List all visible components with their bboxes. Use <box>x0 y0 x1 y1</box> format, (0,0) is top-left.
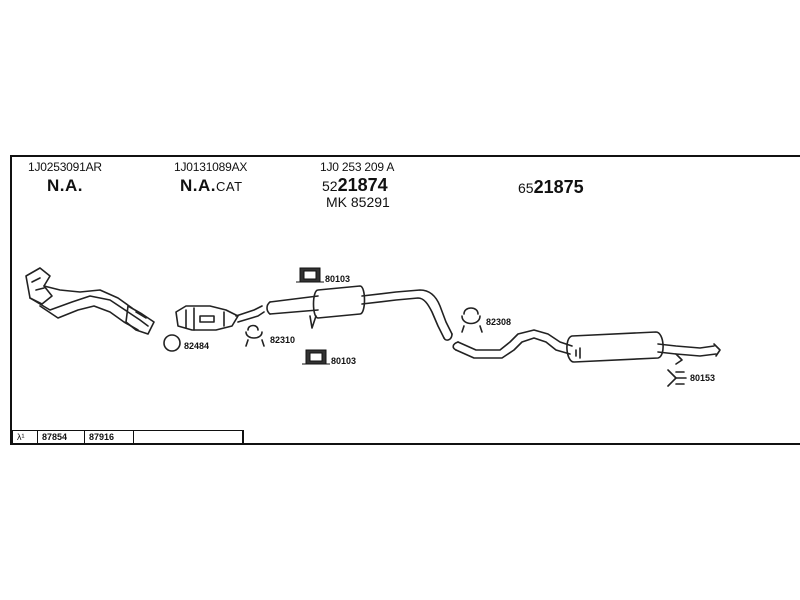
left-border <box>10 155 12 445</box>
rear-art-number: 21875 <box>533 177 584 197</box>
front-pipe-label: N.A. <box>47 176 83 195</box>
fitting-80103-bottom-label: 80103 <box>331 356 357 366</box>
rear-silencer-art: 6521875 <box>518 177 584 198</box>
middle-silencer-drawing <box>266 285 453 341</box>
fitting-82310-label: 82310 <box>270 335 296 345</box>
front-pipe-code: 1J0253091AR <box>28 160 102 174</box>
catalyst-label: N.A.CAT <box>180 176 243 196</box>
ref-col2: 87916 <box>85 431 134 444</box>
clamp-82310-icon <box>245 324 265 347</box>
hanger-80153-icon <box>667 369 687 387</box>
rear-art-prefix: 65 <box>518 180 534 196</box>
ref-col1: 87854 <box>38 431 85 444</box>
catalyst-drawing <box>175 305 265 331</box>
middle-silencer-art: 5221874 <box>322 175 388 196</box>
middle-silencer-code: 1J0 253 209 A <box>320 160 395 174</box>
rear-silencer-drawing <box>566 331 721 365</box>
clamp-82308-icon <box>461 307 483 333</box>
catalyst-suffix: CAT <box>216 179 243 194</box>
reference-table: λ¹ 87854 87916 <box>12 430 244 444</box>
top-border <box>10 155 800 157</box>
ref-col3 <box>134 431 243 444</box>
catalyst-code: 1J0131089AX <box>174 160 248 174</box>
bottom-border <box>10 443 800 445</box>
ref-lambda: λ¹ <box>13 431 38 444</box>
middle-silencer-mk: MK 85291 <box>326 194 390 210</box>
mount-80103-top-icon <box>296 267 324 283</box>
middle-art-number: 21874 <box>337 175 388 195</box>
fitting-82484-label: 82484 <box>184 341 210 351</box>
fitting-80153-label: 80153 <box>690 373 716 383</box>
fitting-82308-label: 82308 <box>486 317 512 327</box>
rear-pipe-drawing <box>452 329 573 359</box>
middle-art-prefix: 52 <box>322 178 338 194</box>
catalyst-na: N.A. <box>180 176 216 195</box>
front-pipe-drawing <box>25 267 155 335</box>
fitting-80103-top-label: 80103 <box>325 274 351 284</box>
mount-80103-bottom-icon <box>302 349 330 365</box>
ring-82484-icon <box>163 334 181 352</box>
